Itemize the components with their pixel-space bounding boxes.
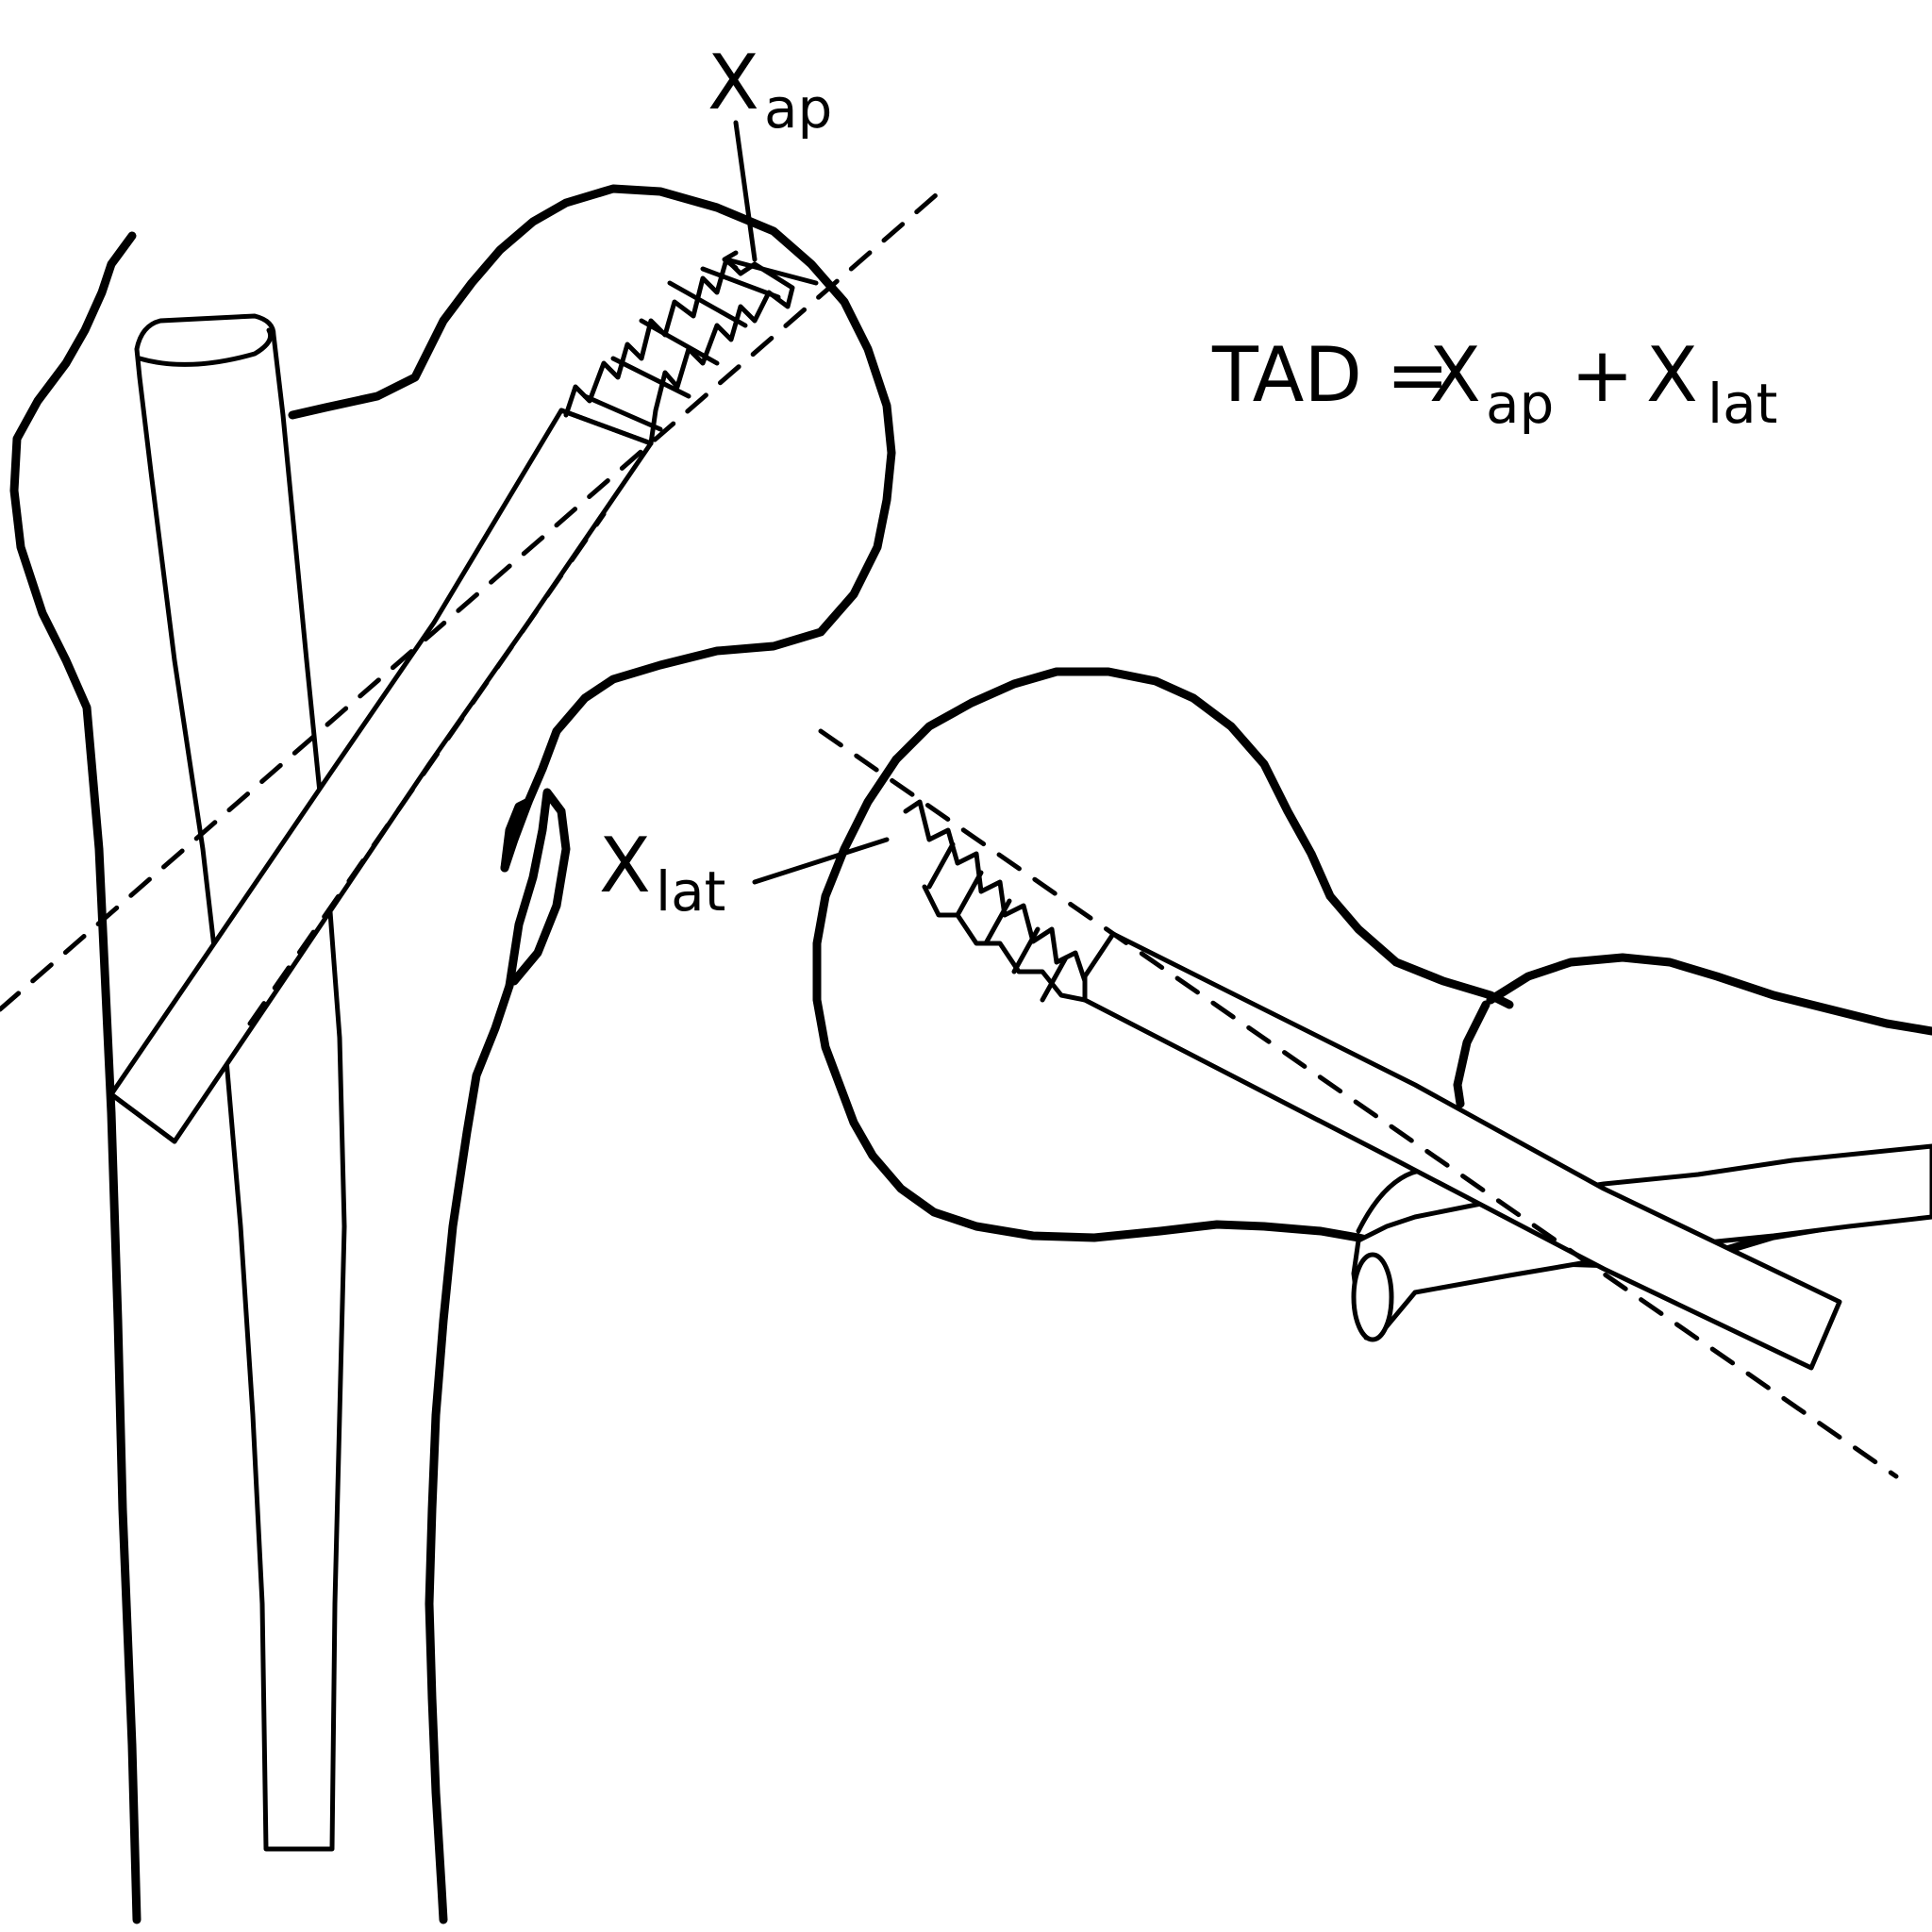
- formula-lhs: TAD =: [1211, 331, 1449, 419]
- ap-screw-threads: [563, 257, 795, 446]
- ap-dashed-axis-neck: [247, 511, 607, 1026]
- lat-femur-outline: [891, 667, 1514, 1009]
- ap-femur-outline-head: [288, 184, 896, 873]
- x-ap-label-sub: ap: [764, 76, 832, 141]
- formula-term1: X: [1429, 331, 1481, 419]
- ap-femur-outline-left: [9, 231, 142, 1924]
- ap-intramedullary-nail: [134, 313, 347, 1852]
- x-ap-label-main: X: [708, 39, 759, 126]
- x-lat-label-main: X: [599, 822, 651, 909]
- ap-view-femur: [0, 120, 946, 1924]
- x-lat-label-sub: lat: [656, 859, 725, 924]
- x-ap-leader-line: [733, 120, 758, 262]
- ap-trochanter-notch: [500, 797, 533, 873]
- formula-term1-sub: ap: [1486, 372, 1554, 436]
- lat-view-femur: [752, 667, 1932, 1479]
- x-ap-label: X ap: [708, 39, 832, 141]
- lat-screw-threads: [903, 799, 1088, 984]
- lat-greater-trochanter: [1486, 953, 1932, 1036]
- ap-lag-screw: [108, 257, 795, 1144]
- formula-term2: X: [1646, 331, 1698, 419]
- ap-tip-apex-arrow: [724, 257, 819, 286]
- ap-femur-outline-medial: [425, 981, 514, 1924]
- formula-term2-sub: lat: [1707, 372, 1777, 436]
- ap-dashed-axis-screw: [0, 186, 946, 1012]
- formula-plus: +: [1571, 331, 1634, 419]
- tad-formula: TAD = X ap + X lat: [1211, 331, 1777, 436]
- lat-dashed-axis: [818, 728, 1899, 1479]
- x-lat-leader-line: [752, 837, 890, 885]
- lat-lag-screw: [903, 799, 1842, 1371]
- ap-lesser-trochanter: [505, 788, 571, 991]
- x-lat-label: X lat: [599, 822, 725, 924]
